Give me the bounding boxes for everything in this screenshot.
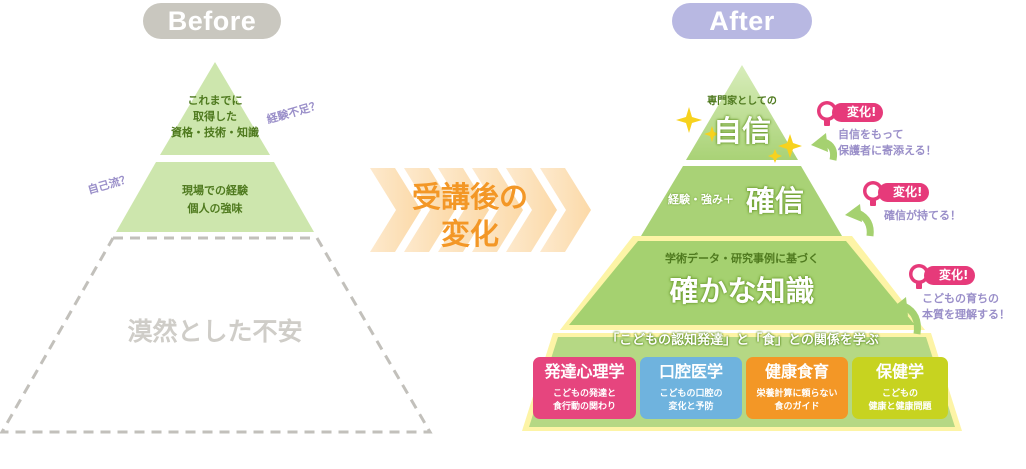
change-text-3-line2: 本質を理解する！: [922, 308, 1010, 321]
change-tag-3: 変化!: [924, 266, 976, 285]
subject-desc: こどもの口腔の 変化と予防: [642, 385, 740, 414]
before-label: Before: [143, 3, 281, 39]
subject-health-science: 保健学 こどもの 健康と健康問題: [852, 357, 948, 419]
subject-desc: 栄養計算に頼らない 食のガイド: [748, 385, 846, 414]
subject-title: 発達心理学: [544, 362, 625, 381]
subject-desc-line1: こどもの: [881, 389, 918, 399]
after-label-text: After: [709, 5, 775, 36]
subject-desc: こどもの 健康と健康問題: [854, 385, 946, 414]
change-tag-1: 変化!: [832, 103, 884, 122]
after-tier3-shape: [569, 241, 915, 325]
after-tier1-small: 専門家としての: [707, 96, 777, 107]
change-heading-line1: 受講後の: [411, 180, 528, 214]
before-tier2-text: 現場での経験 個人の強味: [150, 182, 280, 218]
subject-desc-line1: こどもの口腔の: [659, 389, 723, 399]
subject-title: 口腔医学: [658, 362, 723, 381]
change-text-1: 自信をもって 保護者に寄添える！: [838, 127, 937, 159]
after-tier3-small: 学術データ・研究事例に基づく: [665, 252, 819, 265]
before-tier3-text: 漠然とした不安: [127, 317, 303, 346]
before-tier1-line2: 取得した: [193, 110, 237, 123]
after-tier4-banner: 「こどもの認知発達」と「食」との関係を学ぶ: [606, 333, 879, 348]
subject-health-food-education: 健康食育 栄養計算に頼らない 食のガイド: [746, 357, 848, 419]
change-text-2: 確信が持てる！: [884, 208, 961, 224]
change-text-3: こどもの育ちの 本質を理解する！: [922, 291, 1010, 323]
change-heading-line2: 変化: [440, 217, 499, 251]
after-tier2-small: 経験・強み＋: [668, 193, 734, 206]
change-text-2-line1: 確信が持てる！: [884, 209, 961, 222]
subject-oral-medicine: 口腔医学 こどもの口腔の 変化と予防: [640, 357, 742, 419]
before-tier3-outline: [0, 236, 433, 434]
subject-desc-line2: 食のガイド: [774, 402, 820, 412]
change-text-3-line1: こどもの育ちの: [922, 292, 999, 305]
after-tier2-big: 確信: [746, 184, 805, 218]
before-tier1-line3: 資格・技術・知識: [171, 126, 259, 139]
after-tier2-shape: [641, 166, 842, 236]
subject-desc-line2: 食行動の関わり: [552, 402, 616, 412]
before-tier1-text: これまでに 取得した 資格・技術・知識: [160, 93, 270, 141]
after-tier3-big: 確かな知識: [669, 274, 815, 308]
before-tier2-shape: [116, 162, 314, 232]
subject-desc-line1: 栄養計算に頼らない: [756, 389, 838, 399]
subject-title: 健康食育: [764, 362, 829, 381]
after-label: After: [672, 3, 812, 39]
before-tier1-line1: これまでに: [187, 94, 243, 107]
change-heading: 受講後の 変化: [395, 179, 545, 253]
subject-developmental-psychology: 発達心理学 こどもの発達と 食行動の関わり: [533, 357, 636, 419]
before-tier2-line2: 個人の強味: [187, 202, 243, 215]
change-tag-2: 変化!: [878, 183, 930, 202]
subject-desc-line1: こどもの発達と: [552, 389, 616, 399]
subject-title: 保健学: [875, 362, 924, 381]
change-text-1-line2: 保護者に寄添える！: [838, 144, 937, 157]
subject-desc-line2: 健康と健康問題: [868, 402, 932, 412]
after-tier1-shape: [686, 65, 798, 160]
change-arrowhead-icon: [811, 133, 908, 316]
sparkle-icon: [676, 107, 802, 163]
chevron-stripes: [370, 168, 591, 252]
subject-desc-line2: 変化と予防: [668, 402, 714, 412]
before-label-text: Before: [167, 5, 257, 36]
change-text-1-line1: 自信をもって: [838, 128, 904, 141]
before-tier1-shape: [160, 62, 270, 155]
after-tier1-big: 自信: [712, 114, 771, 148]
before-tier2-line1: 現場での経験: [182, 184, 248, 197]
subject-desc: こどもの発達と 食行動の関わり: [535, 385, 634, 414]
